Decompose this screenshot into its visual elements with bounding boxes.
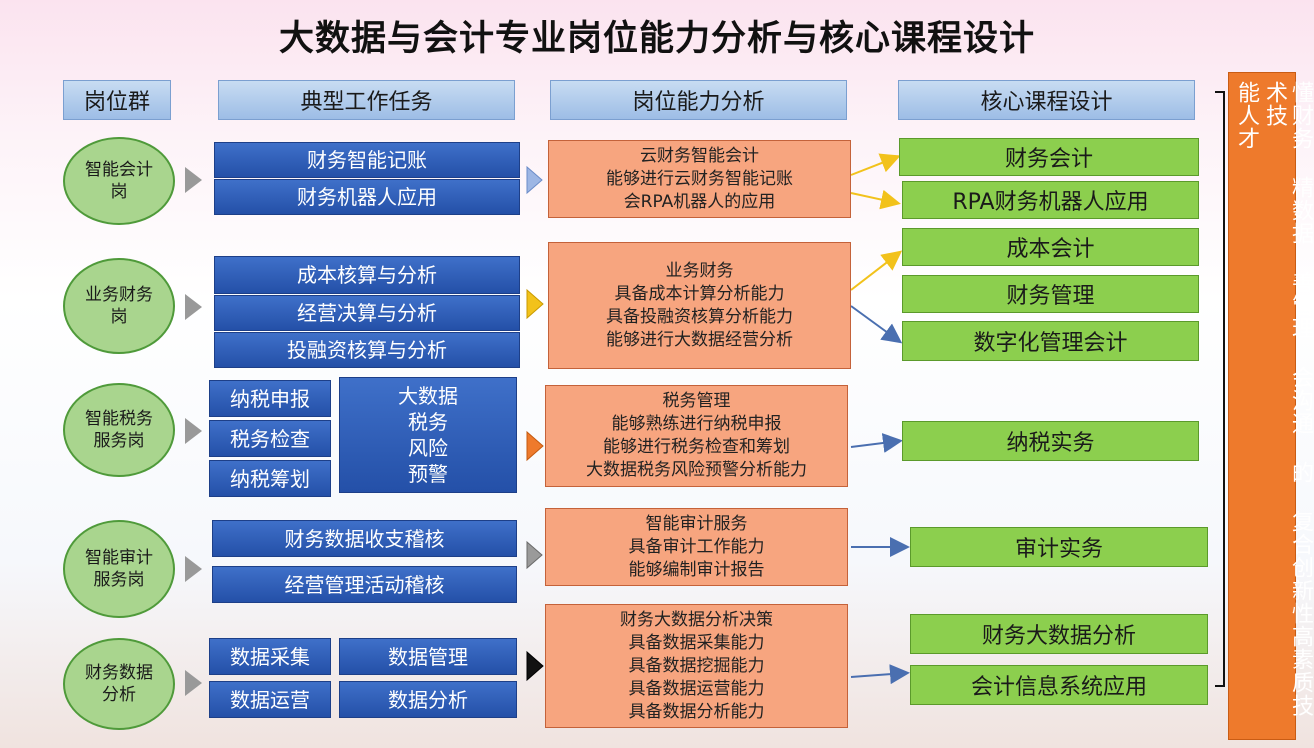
ability-line: 大数据税务风险预警分析能力 — [586, 460, 807, 480]
course-box: 审计实务 — [910, 527, 1208, 567]
task-line: 税务 — [408, 410, 448, 434]
ability-line: 具备数据分析能力 — [628, 701, 765, 722]
task-box: 财务数据收支稽核 — [212, 520, 517, 557]
ability-line: 具备数据挖掘能力 — [628, 655, 765, 676]
ability-heading: 业务财务 — [665, 260, 734, 281]
task-box: 数据采集 — [209, 638, 331, 675]
ability-line: 能够进行税务检查和筹划 — [603, 437, 790, 457]
task-box: 财务机器人应用 — [214, 179, 520, 215]
ability-box-tax-management: 税务管理 能够熟练进行纳税申报 能够进行税务检查和筹划 大数据税务风险预警分析能… — [545, 385, 848, 487]
connector-arrow — [850, 305, 903, 344]
header-abilities: 岗位能力分析 — [550, 80, 847, 120]
task-box: 财务智能记账 — [214, 142, 520, 178]
task-box: 数据管理 — [339, 638, 517, 675]
ability-heading: 云财务智能会计 — [640, 145, 759, 166]
task-box-big-data-tax-risk: 大数据 税务 风险 预警 — [339, 377, 517, 493]
arrow-right-icon — [185, 670, 202, 696]
task-box: 经营决算与分析 — [214, 295, 520, 331]
talent-goal-panel: 能人才 懂财务 精数据 善管理 会沟通 的 复合创新性高素质技术技 — [1228, 72, 1313, 740]
ability-line: 具备数据运营能力 — [628, 678, 765, 699]
task-box: 纳税申报 — [209, 380, 331, 417]
ability-box-business-finance: 业务财务 具备成本计算分析能力 具备投融资核算分析能力 能够进行大数据经营分析 — [548, 242, 851, 369]
course-box: 财务会计 — [899, 138, 1199, 176]
ability-line: 具备数据采集能力 — [628, 632, 765, 653]
ability-box-audit-service: 智能审计服务 具备审计工作能力 能够编制审计报告 — [545, 508, 848, 586]
ability-line: 能够熟练进行纳税申报 — [611, 414, 782, 434]
arrow-right-icon — [526, 430, 544, 462]
course-box: 财务管理 — [902, 275, 1199, 313]
course-box: 会计信息系统应用 — [910, 665, 1208, 705]
header-posts: 岗位群 — [63, 80, 171, 120]
task-box: 投融资核算与分析 — [214, 332, 520, 368]
arrow-right-icon — [526, 288, 544, 320]
ability-line: 具备成本计算分析能力 — [614, 283, 785, 304]
arrow-right-icon — [185, 294, 202, 320]
arrow-right-icon — [185, 167, 202, 193]
bracket — [1215, 91, 1225, 687]
post-circle-business-finance: 业务财务岗 — [63, 258, 175, 354]
course-box: RPA财务机器人应用 — [902, 181, 1199, 219]
ability-heading: 智能审计服务 — [645, 513, 748, 534]
header-tasks: 典型工作任务 — [218, 80, 515, 120]
course-box: 成本会计 — [902, 228, 1199, 266]
ability-line: 能够进行大数据经营分析 — [606, 329, 793, 350]
ability-line: 会RPA机器人的应用 — [623, 191, 776, 212]
page-title: 大数据与会计专业岗位能力分析与核心课程设计 — [278, 19, 1035, 59]
ability-heading: 税务管理 — [662, 391, 731, 411]
task-line: 预警 — [408, 462, 448, 486]
task-box: 数据运营 — [209, 681, 331, 718]
post-circle-accounting: 智能会计岗 — [63, 137, 175, 225]
connector-arrow — [850, 433, 903, 453]
task-box: 纳税筹划 — [209, 460, 331, 497]
talent-goal-text-left: 能人才 — [1234, 81, 1259, 150]
arrow-right-icon — [526, 540, 543, 570]
post-circle-audit: 智能审计服务岗 — [63, 520, 175, 618]
header-courses: 核心课程设计 — [898, 80, 1195, 120]
ability-box-big-data-decision: 财务大数据分析决策 具备数据采集能力 具备数据挖掘能力 具备数据运营能力 具备数… — [545, 604, 848, 728]
ability-box-cloud-accounting: 云财务智能会计 能够进行云财务智能记账 会RPA机器人的应用 — [548, 140, 851, 218]
connector-arrow — [850, 664, 910, 685]
arrow-right-icon — [185, 556, 202, 582]
task-box: 税务检查 — [209, 420, 331, 457]
task-line: 大数据 — [398, 384, 458, 408]
task-line: 风险 — [408, 436, 448, 460]
ability-line: 能够编制审计报告 — [628, 559, 765, 580]
task-box: 数据分析 — [339, 681, 517, 718]
ability-line: 具备投融资核算分析能力 — [606, 306, 793, 327]
talent-goal-text-right: 懂财务 精数据 善管理 会沟通 的 复合创新性高素质技术技 — [1262, 81, 1313, 717]
ability-heading: 财务大数据分析决策 — [620, 609, 773, 630]
arrow-right-icon — [526, 650, 544, 682]
task-box: 经营管理活动稽核 — [212, 566, 517, 603]
connector-arrow — [850, 153, 901, 176]
task-box: 成本核算与分析 — [214, 256, 520, 294]
arrow-right-icon — [526, 165, 543, 195]
post-circle-tax: 智能税务服务岗 — [63, 383, 175, 477]
course-box: 财务大数据分析 — [910, 614, 1208, 654]
course-box: 数字化管理会计 — [902, 321, 1199, 361]
connector-arrow — [850, 189, 901, 210]
arrow-right-icon — [185, 418, 202, 444]
connector-arrow — [850, 250, 903, 291]
course-box: 纳税实务 — [902, 421, 1199, 461]
ability-line: 能够进行云财务智能记账 — [606, 168, 793, 189]
post-circle-data-analysis: 财务数据分析 — [63, 638, 175, 730]
ability-line: 具备审计工作能力 — [628, 536, 765, 557]
